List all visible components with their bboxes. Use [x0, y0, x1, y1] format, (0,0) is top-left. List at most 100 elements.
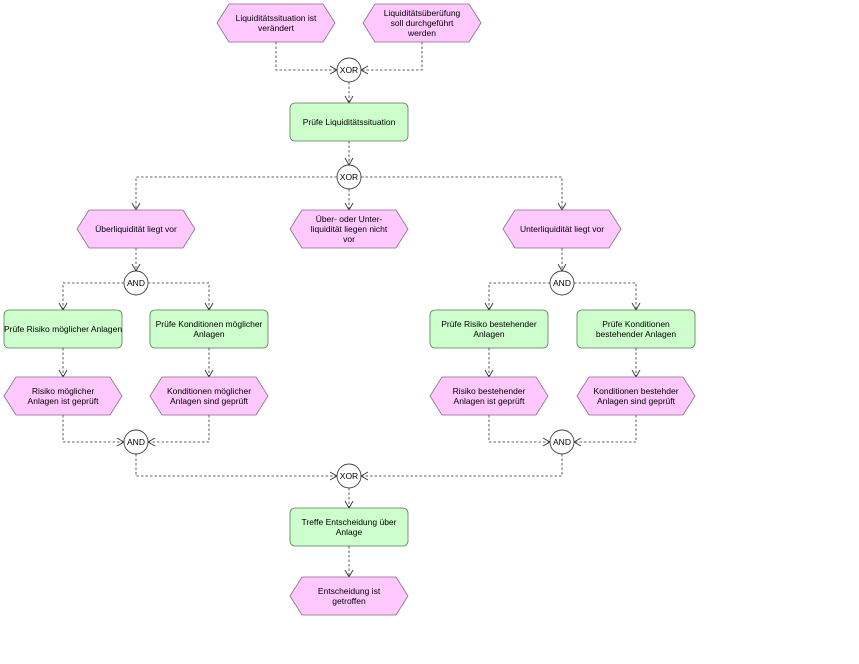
connector-circle: [549, 270, 575, 296]
event-shape: [149, 376, 269, 416]
event-shape: [502, 209, 622, 249]
edge-xor-to-none: [344, 189, 354, 211]
connector-label: AND: [127, 278, 145, 288]
connector-circle: [123, 429, 149, 455]
connector-and-left-join[interactable]: AND: [123, 429, 149, 455]
function-shape: [3, 309, 123, 349]
node-label-line: soll durchgeführt: [391, 18, 454, 28]
edge-under-to-and: [557, 248, 567, 272]
node-label-line: Anlagen ist geprüft: [28, 396, 100, 406]
connector-circle: [549, 429, 575, 455]
edge-risk-existing-ev-to-and: [488, 415, 551, 447]
function-shape: [289, 102, 409, 142]
node-label-line: Anlagen: [473, 329, 504, 339]
node-label-line: Unterliquidität liegt vor: [520, 224, 604, 234]
edge-xor-to-over: [131, 176, 337, 211]
node-label-line: Konditionen möglicher: [167, 386, 251, 396]
edge-and-left-to-xor: [135, 454, 338, 481]
edge-check-due-to-xor: [360, 42, 423, 75]
edge-check-to-xor-split: [344, 141, 354, 166]
event-shape: [362, 3, 482, 43]
connector-circle: [336, 164, 362, 190]
event-underliquidity[interactable]: Unterliquidität liegt vor: [502, 209, 622, 249]
edge-and-to-risk-existing: [484, 282, 550, 311]
node-label-line: Prüfe Konditionen möglicher: [156, 319, 263, 329]
connector-label: AND: [553, 278, 571, 288]
edge-risk-existing-to-event: [484, 348, 494, 378]
node-label-line: Überliquidität liegt vor: [95, 224, 177, 234]
node-label-line: Entscheidung ist: [318, 586, 381, 596]
event-shape: [429, 376, 549, 416]
edge-xor-to-under: [361, 176, 567, 211]
connector-label: AND: [553, 437, 571, 447]
connector-circle: [336, 57, 362, 83]
edge-decide-to-event: [344, 546, 354, 578]
node-label-line: getroffen: [332, 596, 366, 606]
node-label-line: Prüfe Risiko möglicher Anlagen: [4, 324, 122, 334]
edge-cond-existing-to-event: [631, 348, 641, 378]
connector-and-right-join[interactable]: AND: [549, 429, 575, 455]
node-label-line: Prüfe Konditionen: [602, 319, 670, 329]
node-label-line: bestehender Anlagen: [596, 329, 677, 339]
node-label-line: Liquiditätssituation ist: [236, 13, 317, 23]
node-label-line: werden: [407, 28, 436, 38]
function-shape: [429, 309, 549, 349]
node-label-line: Anlagen ist geprüft: [454, 396, 526, 406]
node-label-line: Konditionen bestehder: [593, 386, 678, 396]
node-label-line: Prüfe Liquiditätssituation: [303, 117, 396, 127]
edge-and-right-to-xor: [360, 454, 563, 481]
node-label-line: Anlagen sind geprüft: [170, 396, 249, 406]
event-overliquidity[interactable]: Überliquidität liegt vor: [76, 209, 196, 249]
function-risk-possible[interactable]: Prüfe Risiko möglicher Anlagen: [3, 309, 123, 349]
event-no-over-under[interactable]: Über- oder Unter-liquidität liegen nicht…: [289, 209, 409, 249]
function-shape: [289, 507, 409, 547]
event-shape: [76, 209, 196, 249]
edge-and-to-cond-existing: [574, 282, 641, 311]
edge-risk-possible-to-event: [58, 348, 68, 378]
node-label-line: liquidität liegen nicht: [311, 224, 388, 234]
connector-label: XOR: [340, 65, 358, 75]
event-shape: [289, 209, 409, 249]
edge-cond-possible-ev-to-and: [147, 415, 210, 447]
node-label-line: verändert: [258, 23, 295, 33]
node-label-line: Treffe Entscheidung über: [302, 517, 397, 527]
connector-and-left-split[interactable]: AND: [123, 270, 149, 296]
edge-risk-possible-ev-to-and: [62, 415, 125, 447]
connector-circle: [336, 463, 362, 489]
edge-and-to-risk-possible: [58, 282, 124, 311]
function-shape: [149, 309, 269, 349]
event-shape: [3, 376, 123, 416]
node-label-line: Liquiditätsüberüfung: [384, 8, 461, 18]
connector-circle: [123, 270, 149, 296]
connector-xor-join[interactable]: XOR: [336, 463, 362, 489]
edge-cond-possible-to-event: [204, 348, 214, 378]
event-shape: [216, 3, 336, 43]
node-label-line: Risiko möglicher: [32, 386, 95, 396]
node-label-line: Anlagen sind geprüft: [597, 396, 676, 406]
edge-liq-changed-to-xor: [275, 42, 338, 75]
node-label-line: Anlage: [336, 527, 363, 537]
edge-xor-to-decide: [344, 488, 354, 509]
connector-and-right-split[interactable]: AND: [549, 270, 575, 296]
connector-xor-split[interactable]: XOR: [336, 164, 362, 190]
node-label-line: Risiko bestehender: [453, 386, 526, 396]
connector-xor-start[interactable]: XOR: [336, 57, 362, 83]
edge-over-to-and: [131, 248, 141, 272]
node-label-line: Über- oder Unter-: [316, 214, 383, 224]
function-check-liquidity[interactable]: Prüfe Liquiditätssituation: [289, 102, 409, 142]
node-label-line: Prüfe Risiko bestehender: [441, 319, 537, 329]
edge-cond-existing-ev-to-and: [573, 415, 637, 447]
connector-label: XOR: [340, 172, 358, 182]
